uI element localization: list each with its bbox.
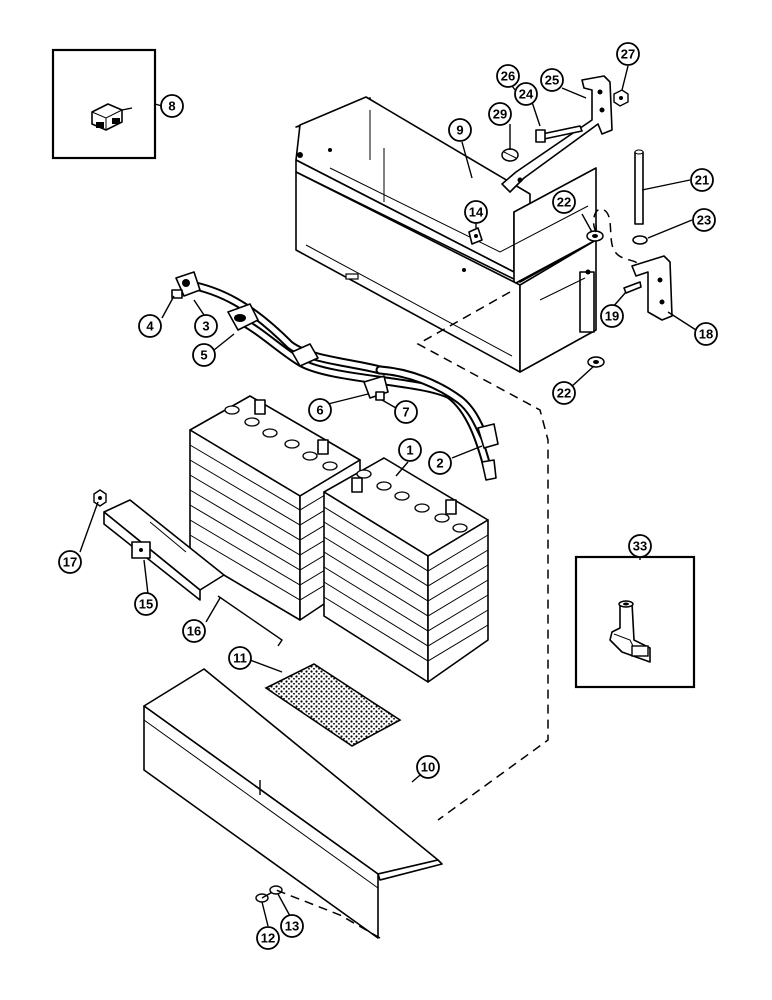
svg-text:16: 16 — [187, 624, 201, 639]
svg-text:9: 9 — [456, 123, 463, 138]
callout-16: 16 — [182, 619, 206, 643]
callout-22-lower: 22 — [552, 381, 576, 405]
connector-icon — [91, 103, 133, 131]
inset-box-terminal — [574, 555, 696, 689]
rod-part — [634, 149, 644, 225]
callout-23: 23 — [692, 208, 716, 232]
callout-18: 18 — [694, 322, 718, 346]
callout-8: 8 — [160, 94, 184, 118]
small-bolt — [623, 281, 642, 294]
cover-washer — [269, 885, 283, 895]
svg-text:10: 10 — [421, 760, 435, 775]
hold-down-bracket — [103, 499, 225, 601]
svg-text:7: 7 — [402, 405, 409, 420]
callout-1: 1 — [398, 438, 422, 462]
callout-3: 3 — [194, 314, 218, 338]
svg-text:21: 21 — [695, 173, 709, 188]
inset-box-connector — [51, 48, 157, 160]
svg-text:3: 3 — [202, 319, 209, 334]
callout-26: 26 — [496, 64, 520, 88]
hold-down-rod — [217, 595, 283, 647]
callout-33: 33 — [628, 534, 652, 558]
svg-text:8: 8 — [168, 99, 175, 114]
svg-text:2: 2 — [436, 456, 443, 471]
callout-5: 5 — [192, 343, 216, 367]
svg-text:27: 27 — [621, 47, 635, 62]
callout-7: 7 — [394, 400, 418, 424]
callout-12: 12 — [256, 926, 280, 950]
washer-upper — [586, 230, 604, 242]
pin-part — [501, 148, 519, 162]
callout-21: 21 — [690, 168, 714, 192]
svg-text:18: 18 — [699, 327, 713, 342]
callout-6: 6 — [308, 398, 332, 422]
svg-text:15: 15 — [139, 597, 153, 612]
callout-29: 29 — [488, 102, 512, 126]
svg-text:6: 6 — [316, 403, 323, 418]
callout-14: 14 — [464, 200, 488, 224]
svg-text:22: 22 — [557, 195, 571, 210]
svg-text:14: 14 — [469, 205, 484, 220]
callout-13: 13 — [280, 914, 304, 938]
battery-tray — [295, 96, 597, 373]
clip-part — [468, 227, 483, 245]
callout-27: 27 — [616, 42, 640, 66]
svg-text:1: 1 — [406, 443, 413, 458]
bracket-upper — [501, 75, 613, 193]
svg-text:26: 26 — [501, 69, 515, 84]
lock-washer — [632, 235, 648, 245]
callout-10: 10 — [416, 755, 440, 779]
svg-text:29: 29 — [493, 107, 507, 122]
svg-text:17: 17 — [63, 555, 77, 570]
svg-text:13: 13 — [285, 919, 299, 934]
svg-text:4: 4 — [146, 319, 154, 334]
callout-4: 4 — [138, 314, 162, 338]
callout-15: 15 — [134, 592, 158, 616]
insulating-pad — [264, 663, 402, 747]
nut-part — [613, 89, 629, 107]
svg-text:19: 19 — [605, 309, 619, 324]
callout-19: 19 — [600, 304, 624, 328]
svg-text:22: 22 — [557, 386, 571, 401]
callout-17: 17 — [58, 550, 82, 574]
hold-down-nut — [93, 489, 107, 507]
callout-24: 24 — [514, 82, 538, 106]
callout-11: 11 — [228, 646, 252, 670]
bolt-part — [535, 125, 583, 143]
callout-22-upper: 22 — [552, 190, 576, 214]
bracket-lower — [631, 255, 673, 321]
svg-text:11: 11 — [233, 651, 247, 666]
svg-text:25: 25 — [545, 73, 559, 88]
svg-text:12: 12 — [261, 931, 275, 946]
terminal-elbow-icon — [609, 600, 651, 663]
svg-text:33: 33 — [633, 539, 647, 554]
washer-lower — [587, 356, 605, 368]
battery-cables — [171, 271, 499, 481]
svg-text:24: 24 — [519, 87, 534, 102]
battery-right — [323, 457, 489, 683]
callout-2: 2 — [428, 451, 452, 475]
callout-9: 9 — [448, 118, 472, 142]
callout-25: 25 — [540, 68, 564, 92]
battery-cover — [143, 668, 443, 939]
svg-text:23: 23 — [697, 213, 711, 228]
svg-text:5: 5 — [200, 348, 207, 363]
